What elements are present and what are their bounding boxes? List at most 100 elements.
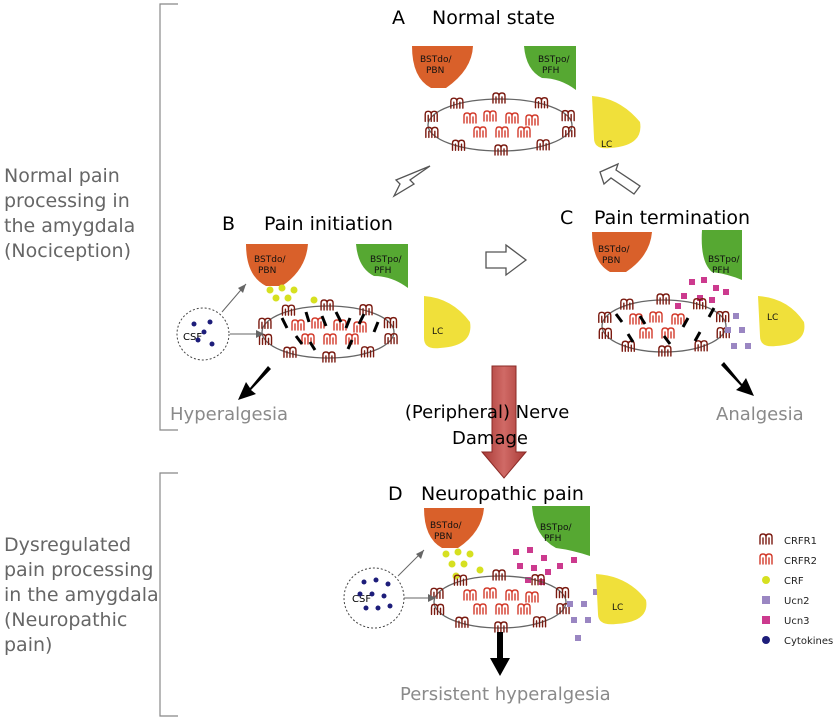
legend-label-cytokines: Cytokines: [784, 636, 833, 647]
cytokine-dot-icon: [207, 319, 213, 325]
crfr1-receptor-icon: [620, 298, 634, 310]
arrow-b-to-c-icon: [485, 243, 528, 277]
crfr1-receptor-icon: [694, 340, 708, 352]
panel-d-bstpo-node: [532, 506, 590, 556]
signal-mark: [346, 339, 354, 350]
ucn2-square-icon: [725, 327, 731, 333]
panel-c-bstdo-node: [592, 232, 652, 272]
signal-mark: [357, 313, 366, 325]
crfr1-receptor-icon: [455, 616, 469, 628]
cytokine-dot-icon: [381, 593, 387, 599]
panel-c-receptors: [598, 293, 730, 357]
panel-b-amygdala-cell: [261, 305, 395, 359]
crfr1-receptor-icon: [384, 332, 398, 345]
crf-dot-icon: [290, 286, 298, 294]
nerve-damage-arrow-icon: [480, 365, 528, 479]
panel-c-bstpo-label: BSTpo/PFH: [708, 255, 740, 276]
cytokine-dot-icon: [361, 579, 367, 585]
crf-dot-icon: [284, 294, 292, 302]
panel-c-lc-node: [758, 296, 805, 347]
ucn3-square-icon: [709, 297, 715, 303]
ucn3-square-icon: [762, 616, 770, 624]
panel-d-bstdo-node: [424, 508, 484, 548]
cytokine-dot-icon: [762, 636, 770, 644]
crfr2-receptor-icon: [483, 110, 497, 122]
crf-dot-icon: [476, 566, 484, 574]
crfr1-receptor-icon: [561, 109, 575, 122]
legend-label-ucn3: Ucn3: [784, 616, 810, 627]
panel-d-lc-node: [596, 574, 647, 625]
ucn3-square-icon: [545, 569, 551, 575]
crfr2-receptor-icon: [483, 587, 497, 599]
panel-b-bstpo-label: BSTpo/PFH: [370, 255, 402, 276]
arrow-a-to-b-icon: [392, 165, 431, 198]
panel-a-lc-label: LC: [601, 140, 612, 150]
panel-d-crf-dots: [442, 548, 484, 580]
crfr1-receptor-icon: [258, 317, 272, 330]
crfr2-receptor-icon: [353, 321, 367, 333]
crf-dot-icon: [310, 296, 318, 304]
crf-dot-icon: [448, 560, 456, 568]
crfr1-receptor-icon: [453, 574, 468, 586]
crfr1-receptor-icon: [494, 621, 508, 633]
ucn3-square-icon: [713, 285, 719, 291]
ucn3-square-icon: [517, 563, 523, 569]
panel-d-letter: D: [388, 483, 403, 505]
ucn3-square-icon: [525, 577, 531, 583]
panel-a-title: Normal state: [432, 7, 555, 29]
crfr1-receptor-icon: [534, 97, 549, 109]
crfr1-receptor-icon: [532, 616, 547, 628]
hyperalgesia-arrow-icon: [238, 366, 271, 400]
crfr1-receptor-icon: [320, 299, 334, 311]
normal-side-label: Normal pain processing in the amygdala (…: [4, 165, 141, 262]
crf-dot-icon: [442, 550, 450, 558]
crfr2-receptor-icon: [629, 313, 643, 325]
signal-mark: [280, 317, 289, 329]
hyperalgesia-label: Hyperalgesia: [170, 404, 288, 425]
crfr1-receptor-icon: [531, 574, 545, 586]
ucn2-square-icon: [762, 596, 770, 604]
crfr1-receptor-icon: [425, 126, 439, 139]
crfr2-receptor-icon: [517, 603, 531, 615]
signal-mark: [614, 313, 624, 323]
panel-a-bstdo-node: [412, 46, 473, 88]
crfr2-receptor-icon: [495, 603, 509, 615]
panel-d: D Neuropathic pain BSTdo/PBN BSTpo/PFH C…: [343, 483, 647, 705]
legend-label-crfr2: CRFR2: [784, 556, 817, 567]
crfr2-receptor-icon: [495, 126, 509, 138]
panel-b-bstdo-node: [246, 244, 308, 286]
cytokine-dot-icon: [385, 581, 391, 587]
crfr2-receptor-icon: [525, 114, 539, 126]
crf-dot-icon: [466, 550, 474, 558]
panel-b-bstpo-node: [356, 244, 408, 288]
crfr2-receptor-icon: [345, 333, 359, 345]
crfr2-receptor-icon: [311, 317, 325, 329]
crfr2-receptor-icon: [671, 313, 685, 325]
panel-b-black-marks: [280, 311, 380, 351]
panel-b-title: Pain initiation: [264, 213, 393, 235]
ucn3-square-icon: [723, 289, 729, 295]
crf-dot-icon: [278, 284, 286, 292]
nerve-damage-label: (Peripheral) Nerve Damage: [405, 402, 575, 449]
cytokine-dot-icon: [357, 591, 363, 597]
crfr1-receptor-icon: [322, 351, 336, 363]
ucn3-square-icon: [531, 565, 537, 571]
crfr1-receptor-icon: [424, 110, 438, 123]
panel-d-lc-label: LC: [612, 603, 623, 613]
crfr2-receptor-icon: [333, 319, 347, 331]
crfr2-receptor-icon: [505, 589, 519, 601]
crfr1-receptor-icon: [430, 603, 445, 616]
normal-bracket: [159, 3, 178, 431]
ucn3-square-icon: [701, 277, 707, 283]
crfr2-receptor-icon: [301, 333, 315, 345]
panel-d-bstdo-label: BSTdo/PBN: [430, 521, 462, 542]
ucn2-square-icon: [571, 617, 577, 623]
panel-b-lc-label: LC: [432, 327, 443, 337]
crfr1-receptor-icon: [556, 602, 570, 615]
panel-d-ucn2-squares: [567, 589, 599, 641]
panel-d-csf-label: CSF: [352, 594, 371, 605]
panel-b: B Pain initiation BSTdo/PBN BSTpo/PFH CS…: [170, 213, 471, 425]
crfr2-receptor-icon: [759, 553, 773, 565]
crfr1-receptor-icon: [658, 345, 672, 357]
signal-mark: [693, 331, 702, 342]
